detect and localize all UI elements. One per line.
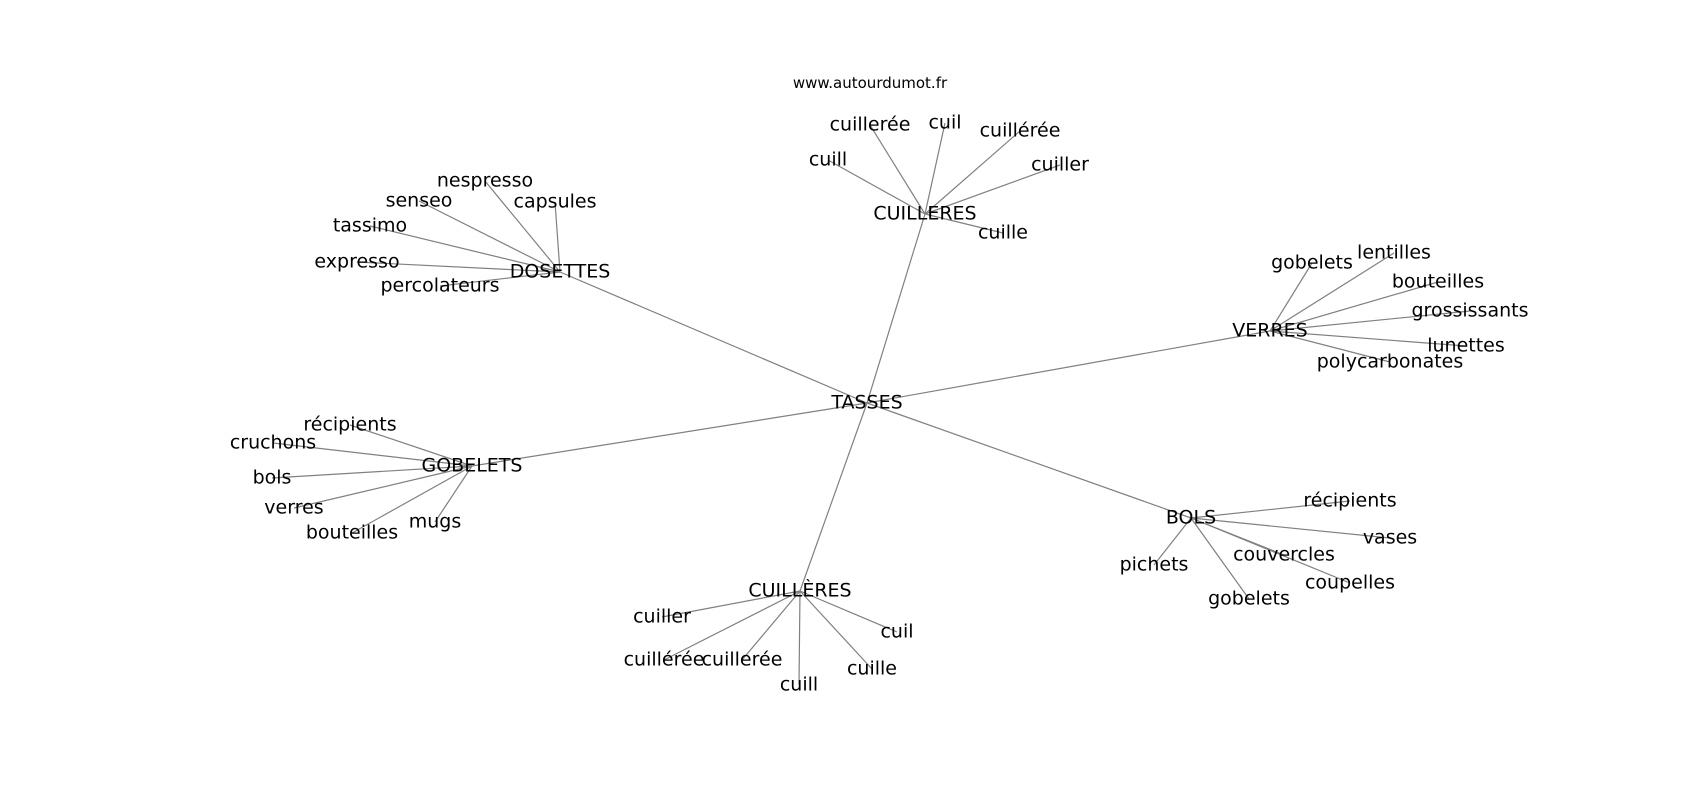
edge-2-5 <box>1269 330 1391 363</box>
leaf-node-label[interactable]: cuille <box>847 658 897 680</box>
leaf-node-label[interactable]: vases <box>1363 527 1417 549</box>
graph-edges <box>271 122 1471 686</box>
edge-3-3 <box>293 465 473 509</box>
leaf-node-label[interactable]: cuill <box>809 149 847 171</box>
leaf-node-label[interactable]: verres <box>264 497 323 519</box>
edge-0-2 <box>924 130 1021 215</box>
edge-4-2 <box>1153 517 1192 566</box>
leaf-node-label[interactable]: cuillerée <box>702 649 783 671</box>
leaf-node-label[interactable]: couvercles <box>1233 544 1335 566</box>
leaf-node-label[interactable]: cuillérée <box>624 649 705 671</box>
edge-3-0 <box>349 424 473 467</box>
edge-5-4 <box>799 590 873 670</box>
hub-node-label[interactable]: CUILLÈRES <box>748 579 851 602</box>
leaf-node-label[interactable]: tassimo <box>333 215 407 237</box>
leaf-node-label[interactable]: récipients <box>303 414 396 436</box>
leaf-node-label[interactable]: lentilles <box>1357 242 1431 264</box>
edge-2-3 <box>1269 310 1471 332</box>
leaf-node-label[interactable]: bols <box>253 467 292 489</box>
leaf-node-label[interactable]: cuiller <box>633 606 691 628</box>
hub-node-label[interactable]: VERRES <box>1232 320 1307 342</box>
leaf-node-label[interactable]: capsules <box>514 191 597 213</box>
edge-5-3 <box>741 590 801 661</box>
leaf-node-label[interactable]: lunettes <box>1427 335 1505 357</box>
edge-3-1 <box>272 442 473 467</box>
edge-root-3 <box>471 402 868 467</box>
hub-node-label[interactable]: GOBELETS <box>422 455 523 477</box>
edge-4-1 <box>1190 517 1391 539</box>
edge-4-4 <box>1190 517 1351 584</box>
leaf-node-label[interactable]: cuil <box>928 112 961 134</box>
hub-node-label[interactable]: DOSETTES <box>510 261 611 283</box>
leaf-node-label[interactable]: senseo <box>386 190 453 212</box>
leaf-node-label[interactable]: nespresso <box>437 170 533 192</box>
edge-root-0 <box>866 213 926 404</box>
leaf-node-label[interactable]: coupelles <box>1305 572 1395 594</box>
edge-5-1 <box>799 590 898 633</box>
edge-0-5 <box>924 213 1004 234</box>
graph-labels: www.autourdumot.fr TASSESCUILLEREScuille… <box>230 74 1529 696</box>
edge-root-4 <box>866 402 1192 519</box>
edge-0-4 <box>924 164 1061 215</box>
leaf-node-label[interactable]: polycarbonates <box>1317 351 1464 373</box>
source-label[interactable]: www.autourdumot.fr <box>793 74 948 92</box>
edge-1-3 <box>369 225 561 273</box>
edge-1-0 <box>484 180 561 273</box>
edge-5-2 <box>663 590 801 661</box>
leaf-node-label[interactable]: cuillérée <box>980 120 1061 142</box>
leaf-node-label[interactable]: gobelets <box>1271 252 1353 274</box>
edge-5-0 <box>661 590 801 618</box>
edge-0-1 <box>924 122 946 215</box>
edge-3-5 <box>434 465 473 523</box>
leaf-node-label[interactable]: cuillerée <box>830 114 911 136</box>
leaf-node-label[interactable]: cuiller <box>1031 154 1089 176</box>
leaf-node-label[interactable]: grossissants <box>1412 300 1529 322</box>
edge-root-5 <box>799 402 868 592</box>
leaf-node-label[interactable]: cuil <box>880 621 913 643</box>
leaf-node-label[interactable]: gobelets <box>1208 588 1290 610</box>
leaf-node-label[interactable]: cruchons <box>230 432 316 454</box>
hub-node-label[interactable]: CUILLERES <box>873 203 976 225</box>
leaf-node-label[interactable]: cuille <box>978 222 1028 244</box>
edge-1-4 <box>356 261 561 273</box>
edge-3-2 <box>271 465 473 479</box>
edge-0-0 <box>869 124 926 215</box>
edge-2-0 <box>1269 262 1313 332</box>
edge-5-5 <box>798 590 801 686</box>
hub-node-label[interactable]: BOLS <box>1166 507 1216 529</box>
edge-2-2 <box>1269 281 1439 332</box>
edge-3-4 <box>351 465 473 534</box>
edge-4-0 <box>1190 500 1351 519</box>
leaf-node-label[interactable]: bouteilles <box>1392 271 1484 293</box>
edge-1-2 <box>554 201 561 273</box>
edge-root-2 <box>866 330 1271 404</box>
edge-0-3 <box>827 159 926 215</box>
leaf-node-label[interactable]: percolateurs <box>380 275 499 297</box>
leaf-node-label[interactable]: récipients <box>1303 490 1396 512</box>
edge-1-1 <box>418 200 561 273</box>
root-node-label[interactable]: TASSES <box>830 392 902 414</box>
edge-2-4 <box>1269 330 1467 347</box>
edge-2-1 <box>1269 252 1395 332</box>
leaf-node-label[interactable]: cuill <box>780 674 818 696</box>
edge-root-1 <box>559 271 868 404</box>
leaf-node-label[interactable]: bouteilles <box>306 522 398 544</box>
leaf-node-label[interactable]: mugs <box>409 511 462 533</box>
edge-1-5 <box>439 271 561 287</box>
edge-4-5 <box>1190 517 1250 600</box>
leaf-node-label[interactable]: pichets <box>1120 554 1189 576</box>
leaf-node-label[interactable]: expresso <box>314 251 399 273</box>
